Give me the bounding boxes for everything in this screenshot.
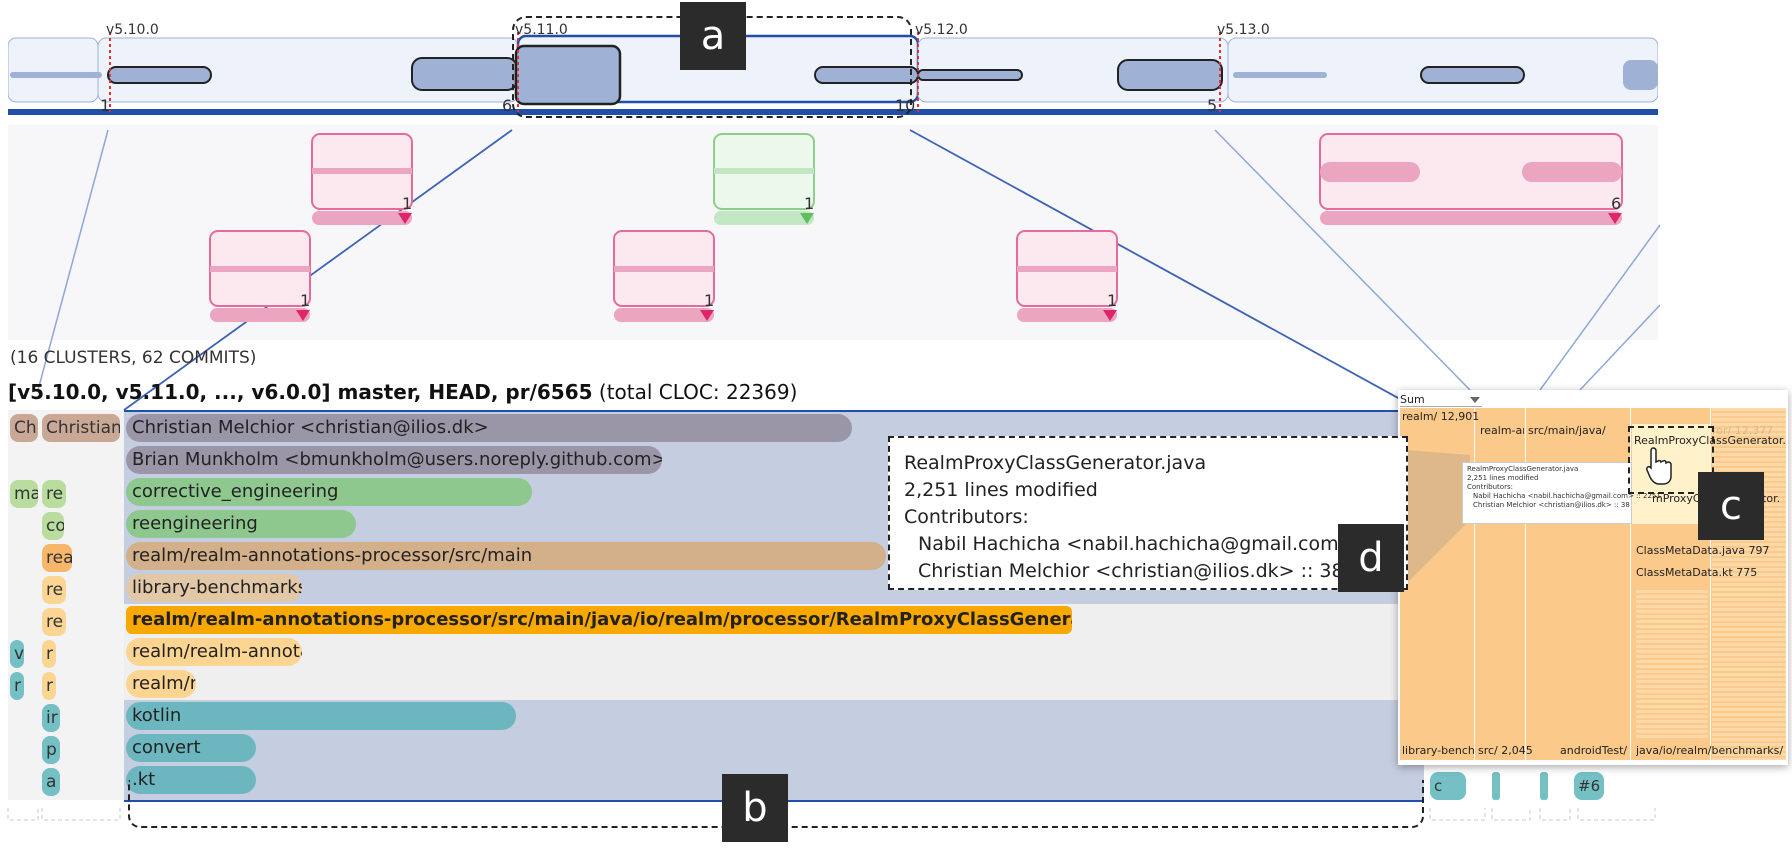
bottom-chip[interactable]: #6 (1574, 772, 1604, 800)
version-label: v5.10.0 (106, 22, 159, 38)
mini-tooltip-contrib: Contributors: (1467, 483, 1513, 491)
tooltip-file: RealmProxyClassGenerator.java (904, 452, 1207, 474)
list-item-language[interactable]: convert (126, 734, 256, 762)
left-col2-item[interactable]: re (42, 608, 66, 636)
cluster-count: 1 (704, 291, 715, 310)
left-col2-item[interactable]: co (42, 512, 64, 540)
list-item-language[interactable]: kotlin (126, 702, 516, 730)
left-col2-item[interactable]: a (42, 768, 60, 796)
bottom-chip-stub[interactable] (1540, 772, 1548, 800)
left-col2-item[interactable]: re (42, 480, 66, 508)
clusters-summary: (16 CLUSTERS, 62 COMMITS) (10, 348, 257, 368)
mini-tooltip-lines: 2,251 lines modified (1467, 474, 1539, 482)
treemap-label-androidtest[interactable]: androidTest/ 2 (1560, 744, 1630, 757)
treemap-divider (1474, 408, 1475, 760)
treemap-divider (1525, 408, 1526, 760)
mini-tooltip-file: RealmProxyClassGenerator.java (1467, 465, 1579, 473)
selection-box-c (1628, 426, 1714, 494)
list-item-category[interactable]: corrective_engineering (126, 478, 532, 506)
left-columns (8, 410, 124, 800)
treemap-label-src[interactable]: src/ 2,045 (1478, 744, 1533, 757)
row-bg (124, 732, 1424, 764)
list-item-file-highlighted[interactable]: realm/realm-annotations-processor/src/ma… (126, 606, 1072, 634)
bottom-chip-stub[interactable] (1492, 772, 1500, 800)
version-label: v5.13.0 (1217, 22, 1270, 38)
cluster-card[interactable] (1319, 133, 1623, 225)
bottom-chip[interactable]: c (1430, 772, 1466, 800)
treemap-label-annotations[interactable]: realm-annotati (1480, 424, 1524, 437)
list-item-directory[interactable]: realm/realm-annota (126, 638, 302, 666)
cluster-count: 1 (1107, 291, 1118, 310)
cluster-card[interactable] (209, 230, 311, 322)
treemap-divider (1630, 408, 1631, 760)
left-col2-item[interactable]: re (42, 576, 66, 604)
cluster-card[interactable] (613, 230, 715, 322)
version-label: v5.11.0 (515, 22, 568, 38)
mini-tooltip: RealmProxyClassGenerator.java 2,251 line… (1462, 462, 1661, 524)
left-col2-item[interactable]: r (42, 640, 56, 668)
file-tooltip: RealmProxyClassGenerator.java 2,251 line… (888, 436, 1408, 590)
treemap-label-realm[interactable]: realm/ 12,901 (1402, 410, 1480, 423)
left-col1-item[interactable]: ma (10, 480, 38, 508)
list-item-author[interactable]: Brian Munkholm <bmunkholm@users.noreply.… (126, 446, 662, 474)
refs-text: [v5.10.0, v5.11.0, ..., v6.0.0] master, … (8, 380, 593, 404)
left-col2-item[interactable]: ir (42, 704, 60, 732)
left-col1-item[interactable]: Ch (10, 414, 38, 442)
chevron-down-icon[interactable] (1470, 397, 1480, 403)
mini-tooltip-c1: Nabil Hachicha <nabil.hachicha@gmail.com… (1473, 492, 1661, 500)
segment-count: 5 (1207, 96, 1218, 115)
aggregation-dropdown[interactable]: Sum (1400, 393, 1425, 406)
left-col1-item[interactable]: r (10, 672, 24, 700)
treemap-label-srcmain[interactable]: src/main/java/ (1528, 424, 1606, 437)
tooltip-contributor: Christian Melchior <christian@ilios.dk> … (918, 560, 1344, 582)
callout-a: a (680, 2, 746, 70)
left-col2-item[interactable]: r (42, 672, 56, 700)
hand-cursor-icon (1646, 447, 1672, 485)
tooltip-contributors-label: Contributors: (904, 506, 1029, 528)
tooltip-contributor: Nabil Hachicha <nabil.hachicha@gmail.com… (918, 533, 1358, 555)
row-bg (124, 636, 1424, 668)
cluster-card[interactable] (311, 133, 413, 225)
left-col2-item[interactable]: Christian (42, 414, 120, 442)
treemap-label-cmd-kt[interactable]: ClassMetaData.kt 775 (1636, 566, 1758, 579)
list-item-category[interactable]: reengineering (126, 510, 356, 538)
left-col2-item[interactable]: rea (42, 544, 72, 572)
refs-summary: [v5.10.0, v5.11.0, ..., v6.0.0] master, … (8, 380, 797, 404)
mini-tooltip-c2: Christian Melchior <christian@ilios.dk> … (1473, 501, 1630, 509)
cluster-count: 1 (300, 291, 311, 310)
list-item-directory[interactable]: realm/realm-annotations-processor/src/ma… (126, 542, 886, 570)
treemap-label-library[interactable]: library-benchm (1402, 744, 1474, 757)
tooltip-lines: 2,251 lines modified (904, 479, 1098, 501)
callout-b: b (722, 774, 788, 842)
treemap-label-processor[interactable]: ror/ 12,377 (1712, 424, 1774, 437)
cluster-card[interactable] (713, 133, 815, 225)
cluster-count: 1 (804, 194, 815, 213)
cloc-text: (total CLOC: 22369) (598, 380, 798, 404)
cluster-card[interactable] (1016, 230, 1118, 322)
left-col1-item[interactable]: v (10, 640, 24, 668)
version-label: v5.12.0 (915, 22, 968, 38)
treemap-label-cmd-java[interactable]: ClassMetaData.java 797 (1636, 544, 1770, 557)
callout-c: c (1698, 472, 1764, 540)
list-item-directory[interactable]: realm/re (126, 670, 196, 698)
cluster-count: 1 (402, 194, 413, 213)
treemap-stripes (1636, 590, 1708, 740)
list-item-author[interactable]: Christian Melchior <christian@ilios.dk> (126, 414, 852, 442)
cluster-count: 6 (1611, 194, 1622, 213)
treemap-stripes (1712, 408, 1786, 760)
segment-count: 1 (100, 96, 111, 115)
treemap-label-rpcg[interactable]: RealmProxyClassGenerator. (1634, 434, 1786, 447)
dropdown-underline (1400, 406, 1482, 407)
row-bg (124, 668, 1424, 700)
callout-d: d (1338, 524, 1404, 592)
list-item-directory[interactable]: library-benchmarks/ (126, 574, 302, 602)
treemap-label-javaio[interactable]: java/io/realm/benchmarks/ 2 (1636, 744, 1786, 757)
segment-count: 6 (502, 96, 513, 115)
left-col2-item[interactable]: p (42, 736, 60, 764)
treemap-divider (1710, 408, 1711, 760)
